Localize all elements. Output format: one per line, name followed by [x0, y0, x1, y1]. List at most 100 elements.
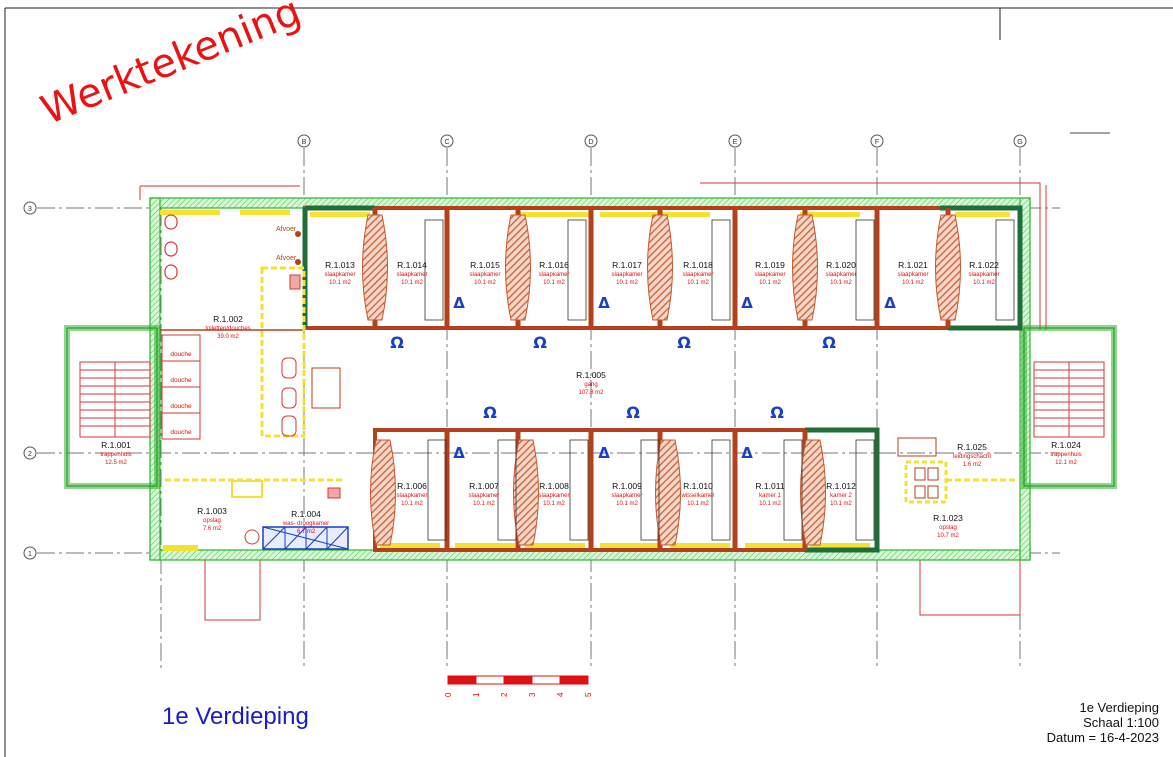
room-name: slaapkamer	[825, 272, 856, 278]
room-name: slaapkamer	[897, 272, 928, 278]
room-label: R.1.024 trappenhuis 12.1 m2	[1050, 440, 1081, 466]
window	[810, 543, 870, 548]
delta-symbol: Δ	[453, 294, 465, 312]
drawing-frame	[4, 7, 1173, 757]
omega-symbol: Ω	[626, 403, 640, 422]
room-area: 10.1 m2	[474, 280, 496, 286]
room-id: R.1.018	[683, 260, 713, 270]
room-id: R.1.016	[539, 260, 569, 270]
bed	[427, 439, 447, 541]
window	[455, 543, 515, 548]
scale-label: 1	[472, 692, 481, 697]
douche-label: douche	[170, 377, 192, 384]
room-name: toiletten/douches	[205, 326, 250, 332]
room-id: R.1.015	[470, 260, 500, 270]
room-area: 10.1 m2	[401, 280, 423, 286]
room-id: R.1.012	[826, 481, 856, 491]
bed	[497, 439, 517, 541]
grid-bubble	[870, 134, 884, 148]
sanitary-block	[161, 214, 341, 551]
grid-bubble	[728, 134, 742, 148]
room-area: 10.1 m2	[687, 280, 709, 286]
room-name: slaapkamer	[968, 272, 999, 278]
delta-symbol: Δ	[598, 294, 610, 312]
scale-segment	[531, 675, 561, 685]
douche-label: douche	[170, 403, 192, 410]
stair-left	[79, 361, 151, 438]
bed	[567, 219, 587, 321]
closet	[792, 214, 818, 321]
closet	[935, 214, 961, 321]
room-area: 10.1 m2	[543, 280, 565, 286]
window	[600, 543, 660, 548]
bed	[640, 439, 660, 541]
room-id: R.1.020	[826, 260, 856, 270]
room-id: R.1.008	[539, 481, 569, 491]
room-area: 10.1 m2	[473, 501, 495, 507]
room-area: 12.1 m2	[1055, 460, 1077, 466]
closet	[800, 439, 826, 546]
room-name: leidingschacht	[953, 454, 991, 460]
room-id: R.1.024	[1051, 440, 1081, 450]
titleblock-scale: Schaal 1:100	[1083, 715, 1159, 730]
leidingschacht	[897, 437, 1018, 504]
floor-title: 1e Verdieping	[162, 703, 309, 730]
room-id: R.1.009	[612, 481, 642, 491]
omega-symbol: Ω	[677, 333, 691, 352]
closet	[505, 214, 531, 321]
room-id: R.1.014	[397, 260, 427, 270]
scale-segment	[475, 675, 505, 685]
window	[160, 210, 220, 215]
delta-symbol: Δ	[884, 294, 896, 312]
delta-symbol: Δ	[598, 444, 610, 462]
scale-segment	[503, 675, 533, 685]
room-name: kamer 1	[759, 493, 781, 499]
window	[745, 543, 805, 548]
grid-row-label: 1	[28, 551, 32, 558]
room-area: 10.1 m2	[543, 501, 565, 507]
room-id: R.1.021	[898, 260, 928, 270]
room-area: 39.0 m2	[217, 334, 239, 340]
grid-bubble	[440, 134, 454, 148]
room-name: gang	[584, 382, 597, 388]
room-id: R.1.005	[576, 370, 606, 380]
grid-bubble	[23, 446, 37, 460]
grid-bubble	[584, 134, 598, 148]
delta-symbol: Δ	[741, 294, 753, 312]
room-name: slaapkamer	[468, 493, 499, 499]
site-outline	[139, 182, 1047, 621]
omega-symbol: Ω	[390, 333, 404, 352]
room-id: R.1.003	[197, 506, 227, 516]
omega-symbol: Ω	[483, 403, 497, 422]
titleblock-floor: 1e Verdieping	[1079, 700, 1159, 715]
room-area: 10.1 m2	[973, 280, 995, 286]
room-name: trappenhuis	[1050, 452, 1081, 458]
room-area: 10.1 m2	[687, 501, 709, 507]
scale-label: 2	[500, 692, 509, 697]
room-id: R.1.023	[933, 513, 963, 523]
room-area: 10.7 m2	[937, 533, 959, 539]
room-name: slaapkamer	[396, 493, 427, 499]
bed	[711, 439, 731, 541]
room-name: wisselkamer	[680, 493, 714, 499]
room-area: 10.1 m2	[830, 501, 852, 507]
window	[240, 210, 290, 215]
room-name: slaapkamer	[611, 493, 642, 499]
grid-column-label: C	[444, 139, 449, 146]
